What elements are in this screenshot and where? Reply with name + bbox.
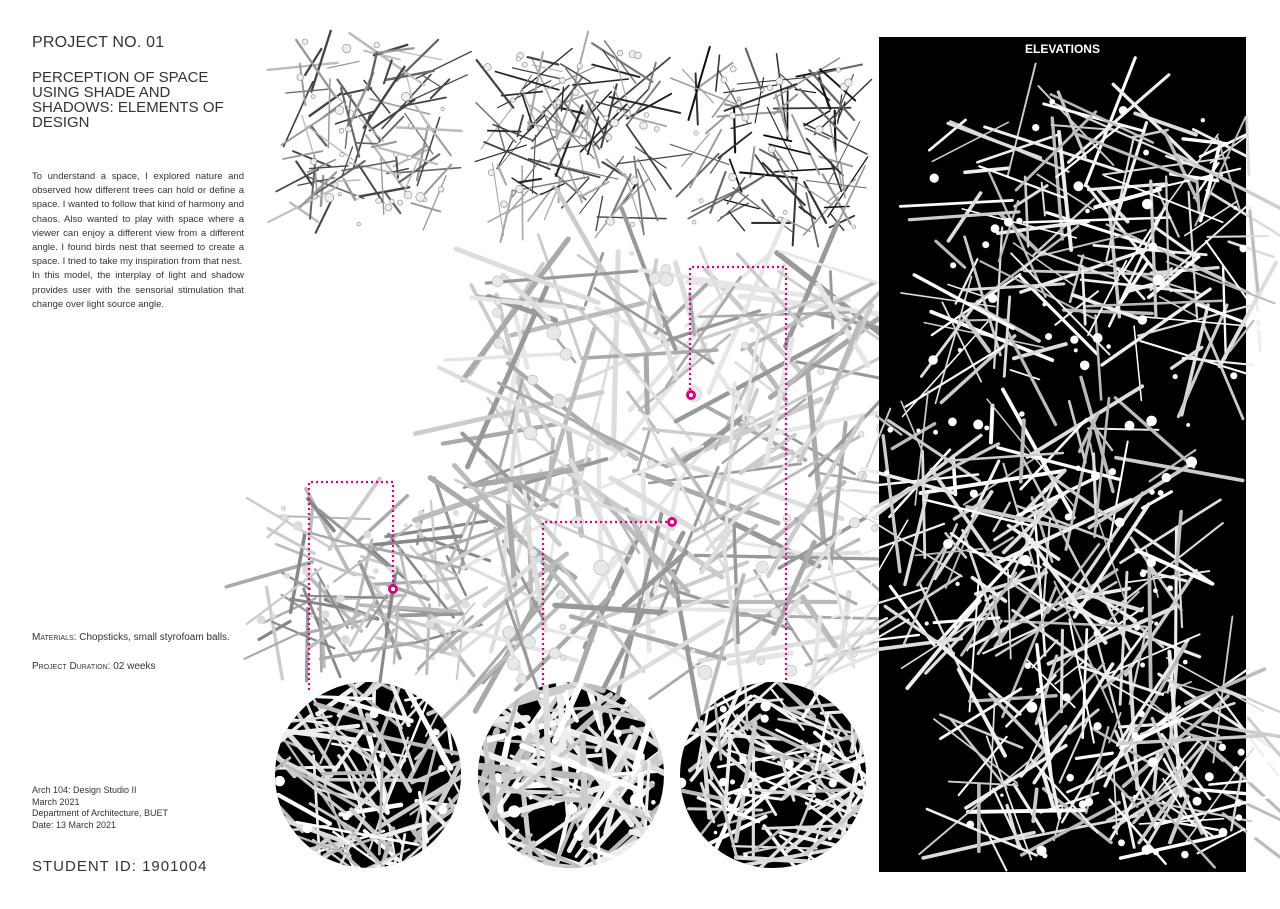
- model-render-side: [224, 476, 510, 685]
- project-title: PERCEPTION OF SPACE USING SHADE AND SHAD…: [32, 69, 224, 131]
- duration-value: 02 weeks: [113, 661, 156, 672]
- project-number: PROJECT NO. 01: [32, 34, 165, 51]
- course-department: Department of Architecture, BUET: [32, 808, 169, 818]
- description-paragraph: To understand a space, I explored nature…: [32, 171, 244, 268]
- elevations-title: ELEVATIONS: [1025, 42, 1100, 56]
- description-paragraph: In this model, the interplay of light an…: [32, 270, 244, 310]
- detail-view-3: [680, 682, 866, 868]
- duration-label: Project Duration:: [32, 661, 111, 672]
- elevation-drawings: [824, 56, 1280, 872]
- course-info: Arch 104: Design Studio II March 2021 De…: [32, 785, 168, 831]
- model-photo-top-1: [266, 29, 472, 234]
- student-id: STUDENT ID: 1901004: [32, 858, 208, 875]
- materials-line: Materials: Chopsticks, small styrofoam b…: [32, 632, 230, 643]
- detail-view-2: [478, 682, 664, 868]
- materials-label: Materials:: [32, 632, 77, 643]
- course-term: March 2021: [32, 796, 80, 807]
- duration-line: Project Duration: 02 weeks: [32, 661, 155, 672]
- model-render-main: [412, 187, 967, 755]
- model-photo-top-3: [669, 45, 873, 248]
- course-code: Arch 104: Design Studio II: [32, 785, 137, 795]
- model-photo-top-2: [474, 30, 693, 243]
- project-description: To understand a space, I explored nature…: [32, 170, 244, 312]
- elevations-panel: ELEVATIONS: [824, 37, 1280, 872]
- materials-value: Chopsticks, small styrofoam balls.: [79, 632, 230, 643]
- course-date: Date: 13 March 2021: [32, 819, 117, 830]
- detail-view-1: [275, 682, 461, 868]
